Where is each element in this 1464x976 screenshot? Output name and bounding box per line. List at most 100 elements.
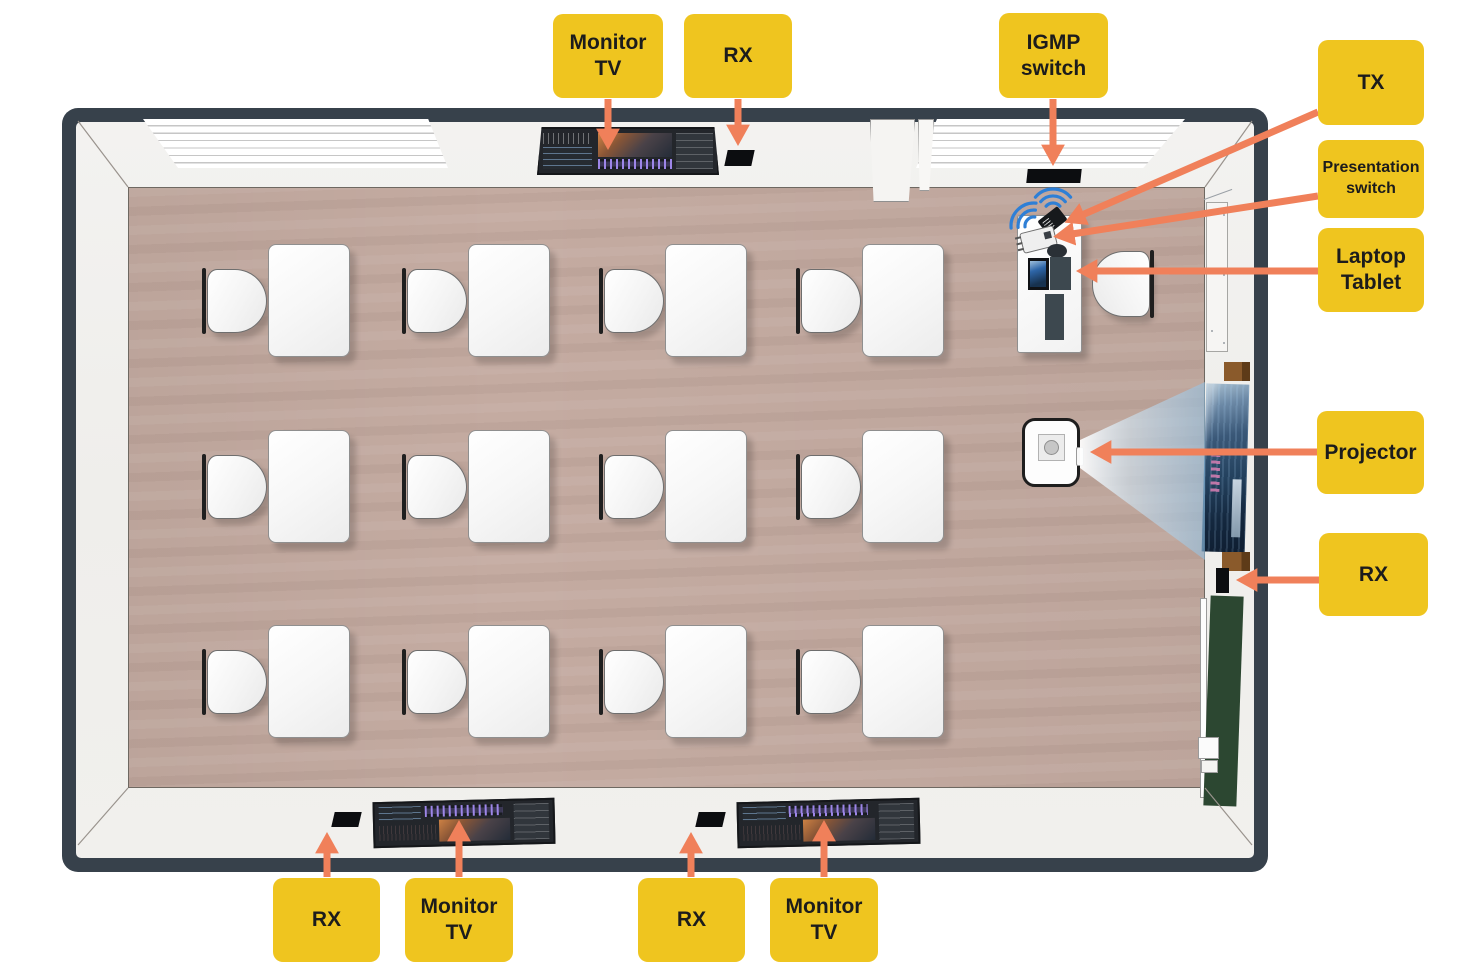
projector-icon — [1022, 418, 1084, 487]
callout-projector: Projector — [1317, 411, 1424, 494]
desk-icon — [665, 244, 747, 357]
desk-icon — [862, 625, 944, 738]
teacher-chair-icon — [1092, 251, 1150, 317]
student-station — [796, 625, 944, 738]
rx-receiver-icon — [1216, 568, 1229, 593]
chair-backrest — [599, 268, 603, 334]
callout-igmp-switch: IGMP switch — [999, 13, 1108, 98]
chair-icon — [207, 455, 267, 519]
desk-tray — [1045, 294, 1064, 340]
monitor-tv-icon — [736, 797, 921, 849]
screen-list — [378, 806, 422, 821]
window-icon — [916, 119, 1185, 168]
projection-screen-icon — [1201, 383, 1250, 553]
door-icon — [1206, 202, 1228, 352]
chair-backrest — [402, 649, 406, 715]
rx-receiver-icon — [331, 812, 362, 827]
chair-backrest — [599, 454, 603, 520]
chair-backrest — [202, 454, 206, 520]
laptop-icon — [1028, 258, 1049, 290]
chair-icon — [407, 269, 467, 333]
student-station — [599, 625, 747, 738]
chair-icon — [207, 650, 267, 714]
callout-presentation-switch: Presentation switch — [1318, 140, 1424, 218]
callout-monitor-tv-bottom-1: Monitor TV — [405, 878, 513, 962]
student-station — [202, 244, 350, 357]
student-station — [599, 430, 747, 543]
chair-icon — [801, 269, 861, 333]
rx-receiver-icon — [695, 812, 726, 827]
desk-icon — [862, 244, 944, 357]
screen-image — [803, 817, 876, 842]
desk-icon — [665, 625, 747, 738]
chair-backrest — [202, 268, 206, 334]
callout-monitor-tv-bottom-2: Monitor TV — [770, 878, 878, 962]
chair-icon — [801, 455, 861, 519]
callout-tx: TX — [1318, 40, 1424, 125]
monitor-tv-icon — [372, 797, 556, 849]
screen-panel — [513, 803, 550, 840]
board-eraser-icon — [1198, 737, 1219, 773]
wall-speaker-icon — [1224, 362, 1250, 381]
chair-backrest — [402, 268, 406, 334]
chair-icon — [604, 650, 664, 714]
screen-list — [742, 806, 786, 821]
chair-backrest — [796, 649, 800, 715]
chair-icon — [407, 650, 467, 714]
chair-icon — [604, 269, 664, 333]
wall-speaker-icon — [1222, 552, 1250, 571]
screen-waveform — [424, 803, 503, 817]
desk-icon — [468, 430, 550, 543]
screen-image — [597, 132, 673, 157]
monitor-tv-icon — [537, 127, 719, 175]
student-station — [402, 430, 550, 543]
student-station — [796, 244, 944, 357]
callout-laptop-tablet: Laptop Tablet — [1318, 228, 1424, 312]
chair-backrest — [796, 454, 800, 520]
desk-icon — [268, 430, 350, 543]
projector-lens-box — [1038, 434, 1065, 461]
chair-backrest — [796, 268, 800, 334]
window-icon — [143, 119, 448, 168]
projector-lens — [1044, 440, 1059, 455]
student-station — [202, 625, 350, 738]
chair-backrest — [1150, 250, 1154, 318]
callout-rx-bottom-1: RX — [273, 878, 380, 962]
screen-list — [542, 147, 593, 170]
projector-lens-tab — [1076, 447, 1084, 466]
tablet-icon — [1050, 257, 1071, 290]
screen-panel — [878, 803, 915, 840]
chair-backrest — [202, 649, 206, 715]
desk-icon — [268, 244, 350, 357]
desk-icon — [468, 625, 550, 738]
chair-icon — [407, 455, 467, 519]
student-station — [202, 430, 350, 543]
door-icon — [870, 119, 915, 202]
callout-rx-right: RX — [1319, 533, 1428, 616]
desk-icon — [862, 430, 944, 543]
student-station — [796, 430, 944, 543]
student-station — [599, 244, 747, 357]
student-station — [402, 244, 550, 357]
screen-filmstrip — [378, 824, 436, 842]
teacher-desk — [1017, 206, 1082, 353]
chair-backrest — [402, 454, 406, 520]
classroom-room — [62, 108, 1268, 872]
desk-icon — [468, 244, 550, 357]
callout-monitor-tv-top: Monitor TV — [553, 14, 663, 98]
screen-filmstrip — [542, 132, 593, 144]
student-station — [402, 625, 550, 738]
chair-icon — [801, 650, 861, 714]
screen-panel — [676, 132, 714, 170]
screen-image — [438, 817, 511, 842]
screen-waveform — [788, 803, 868, 817]
desk-icon — [268, 625, 350, 738]
chair-backrest — [599, 649, 603, 715]
igmp-switch-icon — [1026, 169, 1082, 183]
screen-filmstrip — [742, 824, 801, 842]
callout-rx-bottom-2: RX — [638, 878, 745, 962]
desk-icon — [665, 430, 747, 543]
callout-rx-top: RX — [684, 14, 792, 98]
chair-icon — [207, 269, 267, 333]
